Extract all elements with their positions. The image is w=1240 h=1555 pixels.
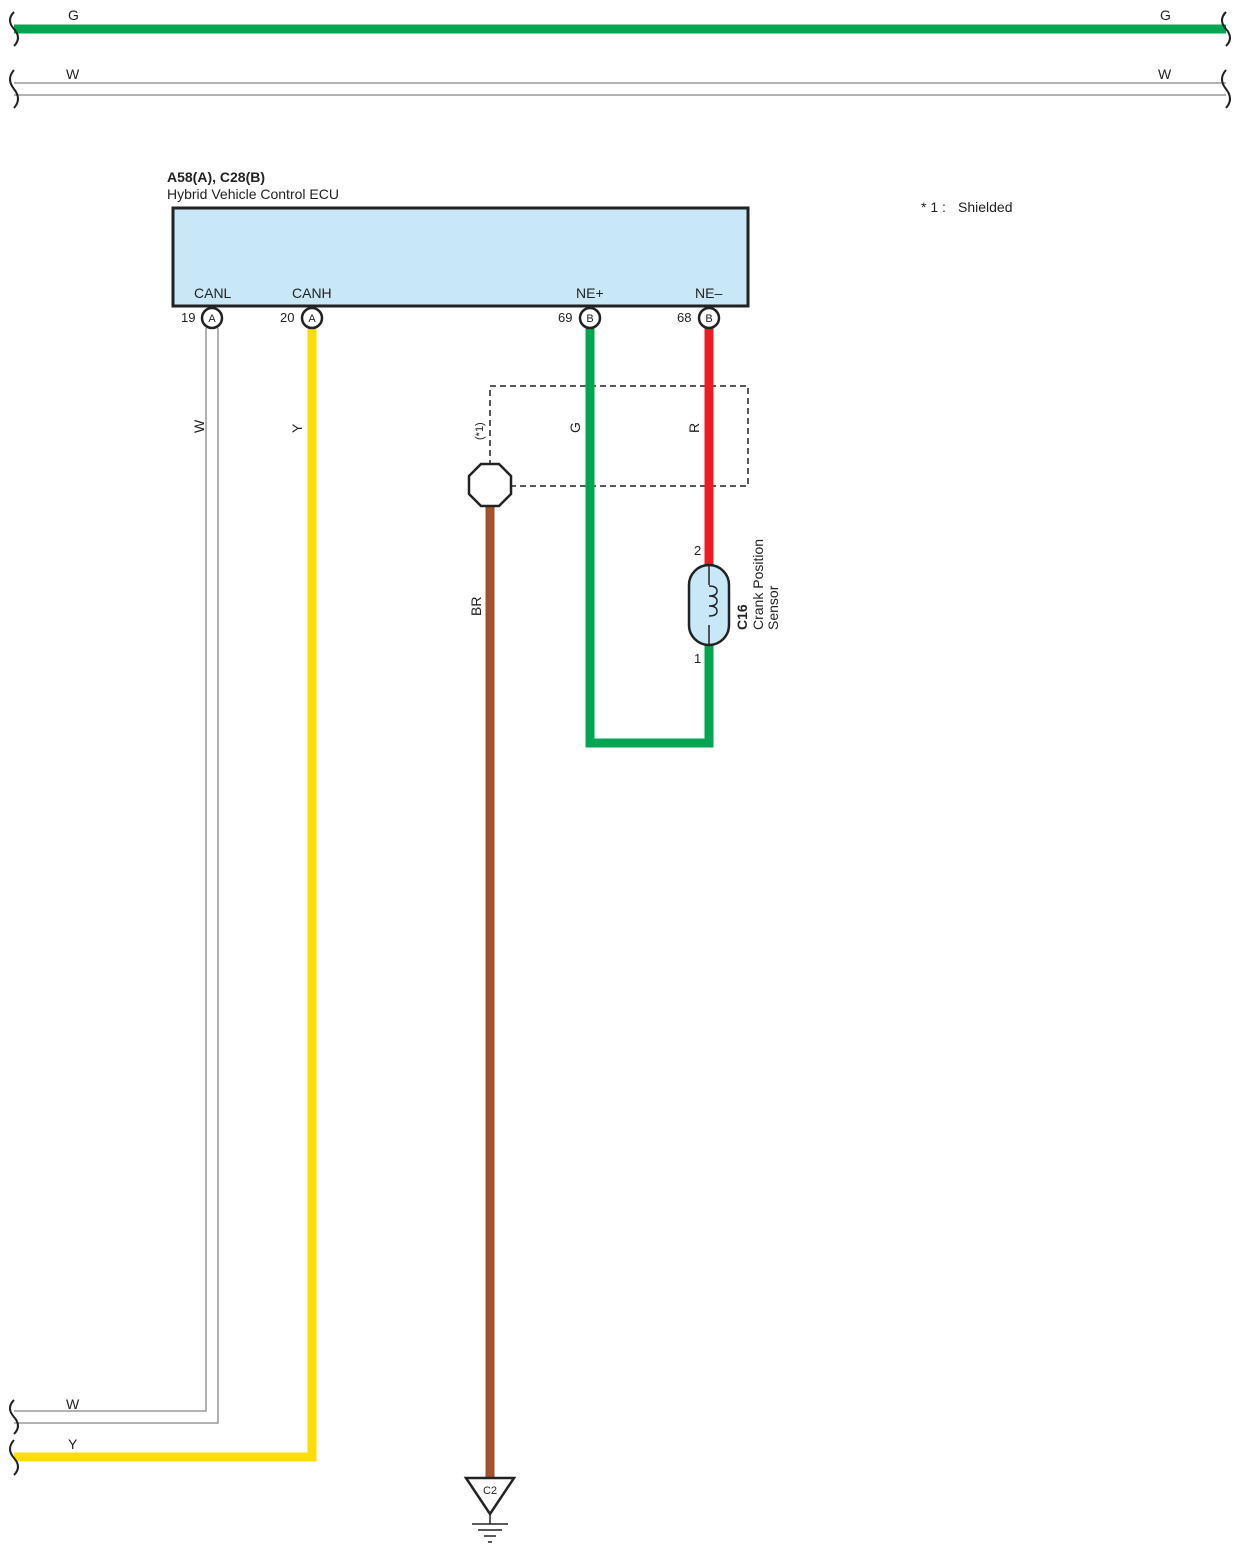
connector-circle-icon: B: [578, 306, 602, 330]
terminal-canl-label: CANL: [194, 285, 232, 301]
ground-code-label: C2: [483, 1485, 497, 1497]
ecu-name-label: Hybrid Vehicle Control ECU: [167, 186, 339, 202]
wire-color-label: G: [68, 7, 79, 23]
crank-position-sensor: [687, 563, 731, 647]
break-mark-icon: [9, 11, 19, 47]
sensor-pin-number: 1: [694, 651, 701, 666]
break-mark-icon: [9, 69, 19, 109]
svg-text:B: B: [705, 313, 712, 325]
terminal-ne-plus-label: NE+: [576, 285, 604, 301]
note-text: Shielded: [958, 199, 1013, 215]
shield-outline: [489, 385, 749, 487]
coil-icon: [708, 585, 718, 617]
pin-number: 69: [558, 310, 572, 325]
pin-number: 20: [280, 310, 294, 325]
svg-text:B: B: [586, 313, 593, 325]
shield-marker-label: (*1): [474, 422, 486, 440]
break-mark-icon: [1221, 11, 1231, 47]
ecu-connectors-label: A58(A), C28(B): [167, 169, 265, 185]
break-mark-icon: [9, 1399, 19, 1435]
pin-number: 68: [677, 310, 691, 325]
terminal-canh-label: CANH: [292, 285, 332, 301]
canh-wire: [14, 328, 317, 1462]
top-wire-white: W W: [9, 66, 1231, 109]
ground-icon: [463, 1476, 517, 1543]
pin-number: 19: [181, 310, 195, 325]
connector-circle-icon: B: [697, 306, 721, 330]
svg-text:A: A: [208, 313, 216, 325]
sensor-pin-number: 2: [694, 543, 701, 558]
wire-color-label: G: [567, 422, 583, 433]
wire-color-label: W: [66, 66, 80, 82]
top-wire-green: G G: [9, 7, 1231, 47]
connector-circle-icon: A: [300, 306, 324, 330]
canl-wire: [14, 328, 219, 1424]
break-mark-icon: [9, 1439, 19, 1476]
ecu-box: [171, 206, 750, 308]
wire-color-label: W: [1158, 66, 1172, 82]
wire-color-label: R: [686, 423, 702, 433]
connector-circle-icon: A: [200, 306, 224, 330]
terminal-ne-minus-label: NE–: [695, 285, 722, 301]
sensor-name-line2: Sensor: [765, 585, 781, 630]
shield-junction-icon: [467, 462, 513, 508]
wire-color-label: Y: [289, 423, 305, 433]
note-marker: * 1 :: [921, 199, 946, 215]
sensor-name-line1: Crank Position: [750, 539, 766, 630]
wire-color-label: W: [66, 1396, 80, 1412]
wire-color-label: BR: [468, 597, 484, 616]
ne-plus-wire: [585, 328, 714, 748]
wire-color-label: W: [191, 419, 207, 433]
svg-text:A: A: [308, 313, 316, 325]
wire-color-label: Y: [68, 1436, 78, 1452]
wire-color-label: G: [1160, 7, 1171, 23]
break-mark-icon: [1221, 69, 1231, 109]
sensor-code-label: C16: [734, 604, 750, 630]
